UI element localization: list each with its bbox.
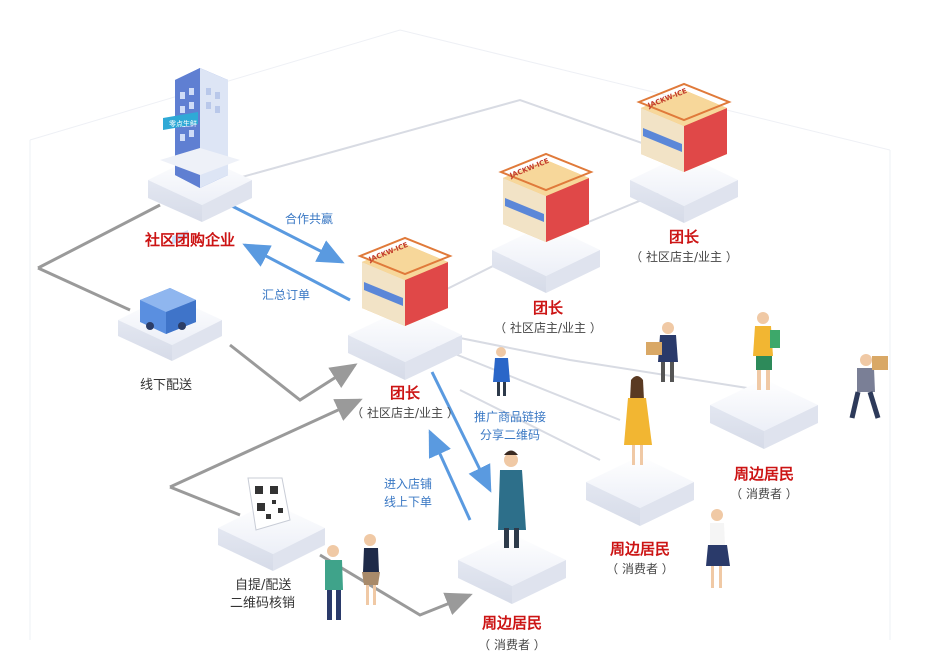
label-promote-line2: 分享二维码 xyxy=(479,428,541,442)
office-building-icon: 零点生鲜 xyxy=(160,68,240,188)
label-leader-main-sub: （ 社区店主/业主 ） xyxy=(351,406,459,420)
line-delivery-to-enterprise xyxy=(37,203,161,270)
platform-resident-mid xyxy=(586,456,694,526)
label-promote-line1: 推广商品链接 xyxy=(473,410,547,424)
platform-leader-top xyxy=(630,154,738,223)
label-resident-right-sub: （ 消费者 ） xyxy=(730,487,798,501)
person-woman-tablet xyxy=(706,509,730,588)
label-enterprise: 社区团购企业 xyxy=(145,231,236,249)
label-leader-mid-sub: （ 社区店主/业主 ） xyxy=(494,321,602,335)
label-resident-mid-sub: （ 消费者 ） xyxy=(606,562,674,576)
arrow-delivery-to-leader xyxy=(229,343,358,402)
storefront-top: JACKW-ICE xyxy=(636,82,732,172)
qr-code-icon xyxy=(247,477,291,531)
arrow-enter-store xyxy=(428,429,472,521)
label-resident-main: 周边居民 xyxy=(481,614,543,632)
person-woman-blue xyxy=(493,347,510,396)
platform-leader-main xyxy=(348,308,462,380)
label-leader-main: 团长 xyxy=(389,384,421,402)
person-delivery-walking xyxy=(849,354,888,419)
building-sign: 零点生鲜 xyxy=(169,119,197,128)
label-resident-main-sub: （ 消费者 ） xyxy=(478,638,546,652)
storefront-main: JACKW-ICE xyxy=(357,236,453,467)
label-resident-right: 周边居民 xyxy=(733,465,795,483)
gray-flow-arrows xyxy=(37,203,473,617)
platform-resident-main xyxy=(458,534,566,604)
line-qr-branch xyxy=(169,485,241,517)
arrow-orders xyxy=(242,243,351,302)
person-pair-talking xyxy=(325,534,380,620)
person-courier-box xyxy=(646,322,678,382)
label-leader-mid: 团长 xyxy=(532,299,564,317)
label-leader-top-sub: （ 社区店主/业主 ） xyxy=(630,250,738,264)
arrow-cooperate xyxy=(229,203,345,264)
arrow-qr-to-leader xyxy=(169,398,363,489)
blue-flow-arrows xyxy=(229,203,492,521)
platform-leader-mid xyxy=(492,224,600,293)
delivery-truck-icon xyxy=(140,230,196,334)
label-delivery: 线下配送 xyxy=(140,378,193,393)
label-cooperate: 合作共赢 xyxy=(285,212,334,226)
person-backpacker xyxy=(753,312,780,390)
arrow-promote xyxy=(430,371,492,493)
label-enter-line1: 进入店铺 xyxy=(383,477,433,491)
label-enter-line2: 线上下单 xyxy=(383,495,433,509)
label-resident-mid: 周边居民 xyxy=(609,540,671,558)
line-delivery-branch xyxy=(37,266,131,312)
resident-man-main xyxy=(498,450,526,548)
platform-qr xyxy=(218,502,325,571)
person-woman-yellow xyxy=(624,376,652,465)
label-leader-top: 团长 xyxy=(668,228,700,246)
platform-resident-right xyxy=(710,379,818,449)
arrow-qr-to-resident xyxy=(319,553,473,617)
label-qr-line1: 自提/配送 xyxy=(235,578,292,593)
label-orders: 汇总订单 xyxy=(262,288,311,302)
label-qr-line2: 二维码核销 xyxy=(230,596,296,611)
storefront-mid: JACKW-ICE xyxy=(498,152,594,242)
